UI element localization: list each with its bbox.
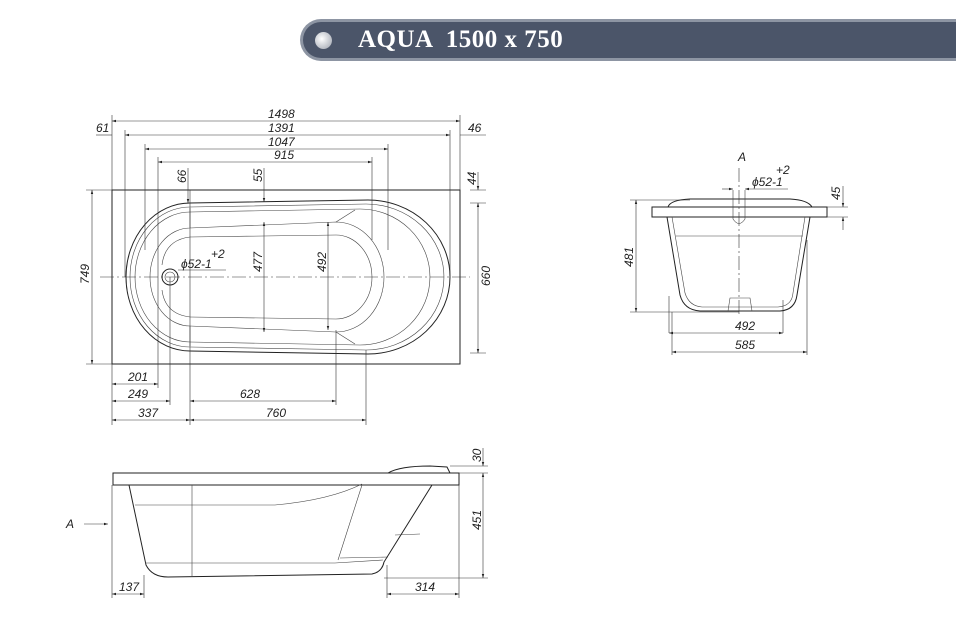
section-bowl-inner	[671, 216, 806, 308]
section-view: A ϕ52-1 +2 45 481 492 585	[622, 150, 848, 355]
dim-628: 628	[240, 387, 260, 401]
basin-floor	[161, 236, 191, 318]
dim-section-492: 492	[735, 319, 755, 333]
dim-481: 481	[622, 247, 636, 267]
dim-61: 61	[96, 121, 109, 135]
section-drain-label: ϕ52-1	[752, 175, 783, 189]
page-title: AQUA 1500 x 750	[358, 26, 564, 53]
dim-760: 760	[266, 406, 286, 420]
section-bowl	[666, 216, 811, 312]
dim-201: 201	[127, 370, 148, 384]
dim-66: 66	[175, 169, 189, 183]
dim-249: 249	[127, 387, 148, 401]
dim-477: 477	[251, 251, 265, 272]
side-view: A 30 451 137 314	[65, 448, 488, 598]
rim-outline	[125, 199, 451, 355]
dim-1498: 1498	[268, 107, 295, 121]
rim-inner-line	[129, 203, 445, 351]
dim-1047: 1047	[268, 135, 296, 149]
view-a-label: A	[65, 517, 74, 531]
drain-label: ϕ52-1	[181, 257, 212, 271]
dim-45: 45	[829, 186, 843, 200]
dim-337: 337	[138, 406, 159, 420]
rim-inner-line	[134, 208, 431, 346]
section-rim	[651, 206, 828, 218]
dim-915: 915	[274, 148, 294, 162]
section-drain-tolerance: +2	[776, 163, 790, 177]
side-extension-lines	[111, 465, 488, 598]
section-drain	[727, 297, 753, 312]
dim-660: 660	[479, 266, 493, 286]
title-banner: AQUA 1500 x 750	[300, 19, 956, 61]
dim-1391: 1391	[268, 121, 295, 135]
top-view: ϕ52-1 +2 1498 1391 61 46 1047 915 66 55 …	[78, 107, 493, 425]
dim-585: 585	[735, 338, 755, 352]
section-rim-top	[667, 198, 813, 208]
dim-451: 451	[470, 510, 484, 530]
dim-137: 137	[119, 580, 140, 594]
basin-floor	[189, 234, 373, 320]
dim-44: 44	[465, 171, 479, 185]
dim-749: 749	[78, 264, 92, 284]
dim-55: 55	[251, 168, 265, 182]
headrest	[387, 465, 451, 474]
section-label: A	[737, 150, 746, 164]
side-bowl-details	[135, 483, 421, 576]
bullet-icon	[315, 32, 332, 49]
dim-492: 492	[315, 252, 329, 272]
side-rim	[112, 472, 460, 486]
drain-tolerance: +2	[211, 247, 225, 261]
dim-46: 46	[468, 121, 482, 135]
dim-30: 30	[470, 448, 484, 462]
side-bowl	[128, 484, 433, 578]
dim-314: 314	[415, 580, 435, 594]
